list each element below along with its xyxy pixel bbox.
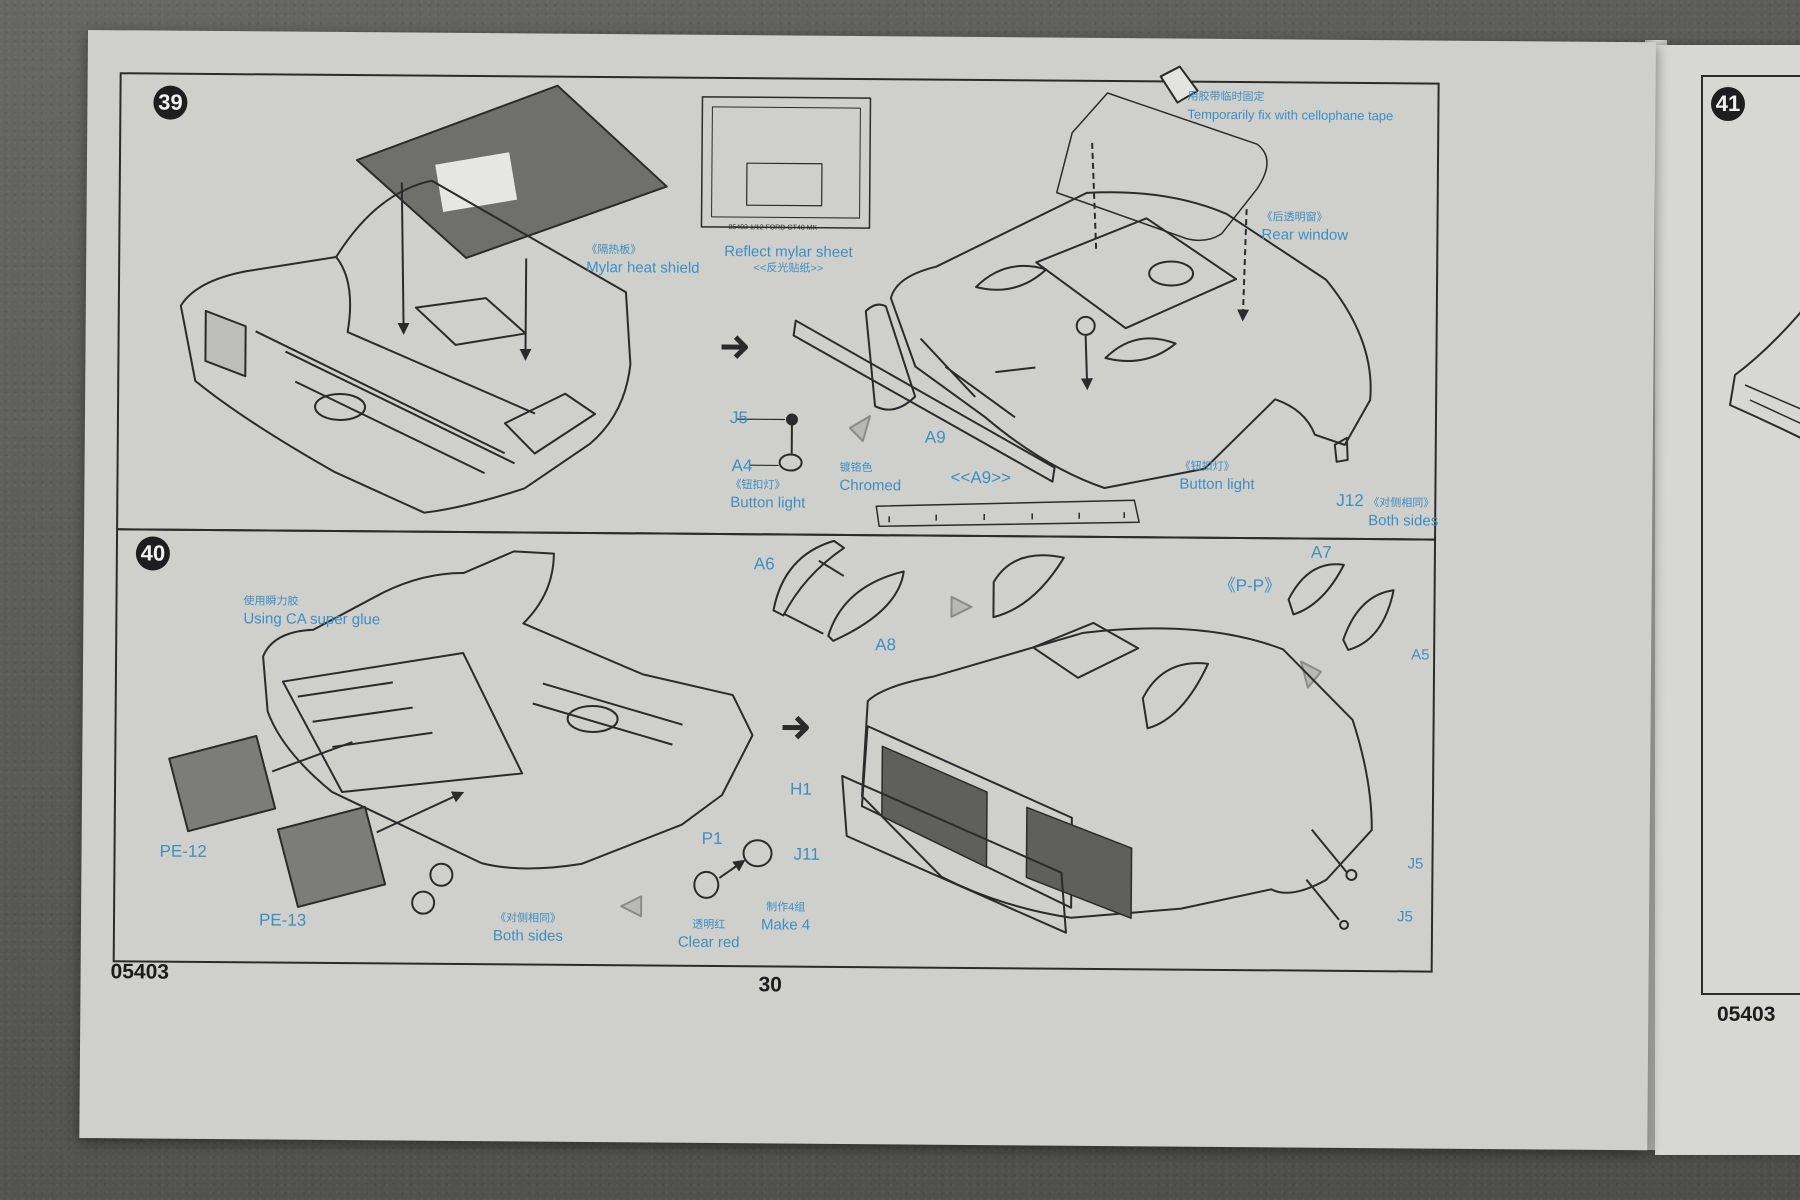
part-a4-label: A4 [731,456,753,476]
part-a7-label: A7 [1310,542,1332,562]
button-light-left-label: 《钮扣灯》 Button light [730,479,806,512]
part-a6-label: A6 [753,554,775,574]
step41-badge: 41 [1711,87,1745,121]
ca-glue-label: 使用瞬力胶 Using CA super glue [243,595,381,629]
clear-red-label: 透明红 Clear red [677,918,740,952]
pp-detail-label: 《P-P》 [1218,575,1282,596]
part-p1-label: P1 [701,828,723,849]
rear-window-label: 《后透明窗》 Rear window [1261,211,1349,244]
step39-body-drawing [792,65,1372,489]
part-j11-label: J11 [793,844,820,864]
part-j12-label: J12 [1336,490,1364,511]
part-a9-label: A9 [924,427,946,447]
part-a5-label: A5 [1411,646,1430,664]
part-a8-label: A8 [875,635,897,655]
part-pe13-label: PE-13 [258,910,307,930]
step41-frame [1701,75,1800,995]
step40-body-drawing [841,554,1395,934]
step39-chassis-drawing [179,84,668,514]
make4-label: 制作4组 Make 4 [760,901,811,934]
part-j5-bottom-label: J5 [1397,908,1413,926]
both-sides-left-label: 《对侧相同》 Both sides [492,912,564,945]
part-j5-label: J5 [729,408,749,428]
reflect-sheet-label: Reflect mylar sheet <<反光贴纸>> [724,243,853,275]
mylar-heat-shield-label: 《隔热板》 Mylar heat shield [586,243,700,277]
instruction-page: 39 40 [79,30,1656,1151]
part-j5-top-label: J5 [1407,855,1424,873]
part-h1-label: H1 [789,779,812,799]
catalog-number: 05403 [110,960,170,984]
page-number: 30 [758,973,782,997]
both-sides-right-label: 《对侧相同》 Both sides [1368,497,1439,530]
right-page: 41 05403 [1655,45,1800,1155]
right-catalog-number: 05403 [1717,1003,1776,1026]
reflect-mylar-sheet-drawing [700,96,872,229]
assembly-drawings [168,65,1395,934]
a9-detail-label: <<A9>> [950,467,1012,488]
step41-drawing [1728,311,1800,439]
chromed-label: 镀铬色 Chromed [839,461,902,495]
button-light-right-label: 《钮扣灯》 Button light [1179,460,1255,494]
temp-fix-label: 用胶带临时固定 Temporarily fix with cellophane … [1187,90,1394,124]
part-pe12-label: PE-12 [159,841,207,861]
step40-chassis-drawing [168,550,754,915]
sheet-caption: 05403 1/12 FORD GT40 MK [728,224,818,232]
